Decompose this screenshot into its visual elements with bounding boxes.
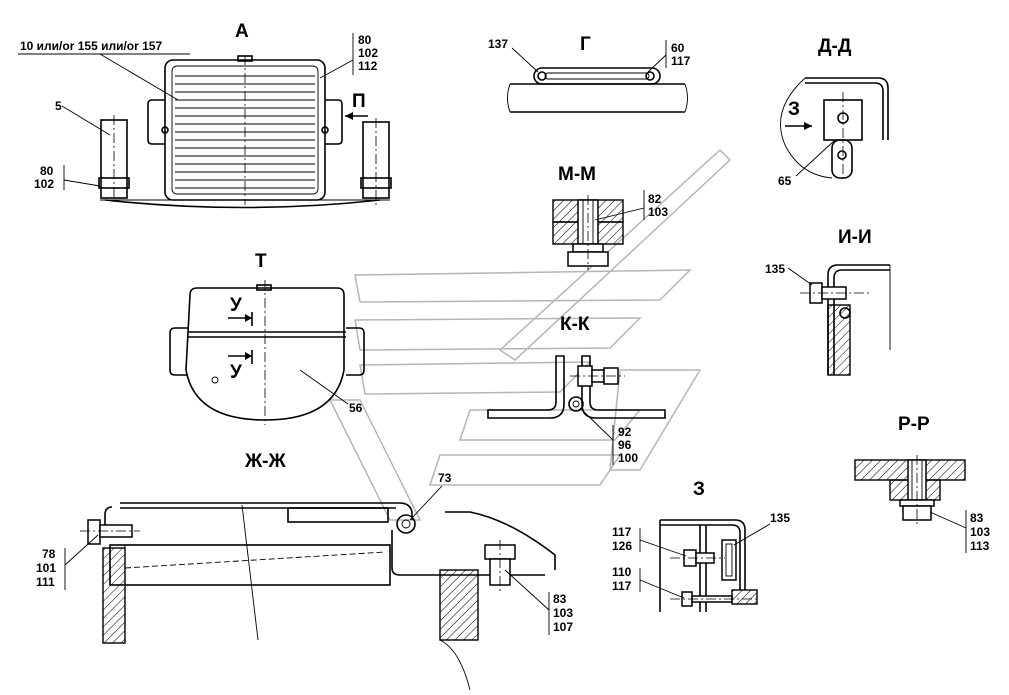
view-g: Г 137 60 117 [488,34,691,113]
callout-kk-1: 92 [618,425,632,439]
callout-zhzh-left-3: 111 [36,575,55,589]
callout-a-right-1: 80 [358,33,372,47]
view-label-z-arrow: З [788,99,800,120]
callout-a-left-pos: 5 [55,99,62,113]
view-label-t: Т [255,251,267,272]
variant-note: 10 или/or 155 или/or 157 [20,39,162,53]
callout-zhzh-top: 73 [438,471,452,485]
view-label-z: З [693,479,705,500]
callout-g-left: 137 [488,37,508,51]
callout-mm-2: 103 [648,205,668,219]
view-label-u2: У [230,362,242,383]
view-label-u1: У [230,295,242,316]
callout-z-left2-2: 117 [612,579,632,593]
view-label-zhzh: Ж-Ж [244,451,286,472]
section-zhzh: Ж-Ж 73 78 101 111 83 [36,451,573,691]
section-rr: Р-Р 83 103 113 [854,414,990,553]
callout-g-right-2: 117 [671,54,691,68]
view-t: Т У У 56 [169,251,365,425]
callout-rr-3: 113 [970,539,990,553]
callout-t-pos: 56 [349,401,363,415]
view-label-p: П [352,91,366,112]
callout-zhzh-right-1: 83 [553,592,567,606]
section-mm: М-М 82 103 [552,164,668,270]
view-z: З 135 117 126 110 117 [612,479,790,612]
callout-z-left1-2: 126 [612,539,632,553]
section-ii: И-И 135 [765,227,891,376]
section-kk: К-К 92 96 100 [487,314,666,465]
watermark-logo [328,148,732,521]
callout-ii-pos: 135 [765,262,785,276]
callout-zhzh-right-3: 107 [553,620,573,634]
callout-a-right-3: 112 [358,59,378,73]
callout-zhzh-left-2: 101 [36,561,56,575]
callout-rr-2: 103 [970,525,990,539]
callout-z-left2-1: 110 [612,565,632,579]
callout-kk-2: 96 [618,438,632,452]
callout-a-left-1: 80 [40,164,54,178]
view-label-mm: М-М [558,164,596,185]
callout-kk-3: 100 [618,451,638,465]
callout-g-right-1: 60 [671,41,685,55]
callout-zhzh-left-1: 78 [42,547,56,561]
view-a: А 10 или/or 155 или/or 157 [18,21,392,209]
callout-mm-1: 82 [648,192,662,206]
callout-z-left1-1: 117 [612,525,632,539]
view-label-dd: Д-Д [818,36,852,57]
view-label-ii: И-И [838,227,872,248]
view-label-rr: Р-Р [898,414,930,435]
callout-z-top: 135 [770,511,790,525]
view-label-kk: К-К [560,314,590,335]
callout-a-left-2: 102 [34,177,54,191]
callout-dd-pos: 65 [778,174,792,188]
callout-a-right-2: 102 [358,46,378,60]
callout-zhzh-right-2: 103 [553,606,573,620]
view-label-g: Г [580,34,591,55]
section-dd: Д-Д З 65 [778,36,889,188]
view-label-a: А [235,21,249,42]
callout-rr-1: 83 [970,511,984,525]
